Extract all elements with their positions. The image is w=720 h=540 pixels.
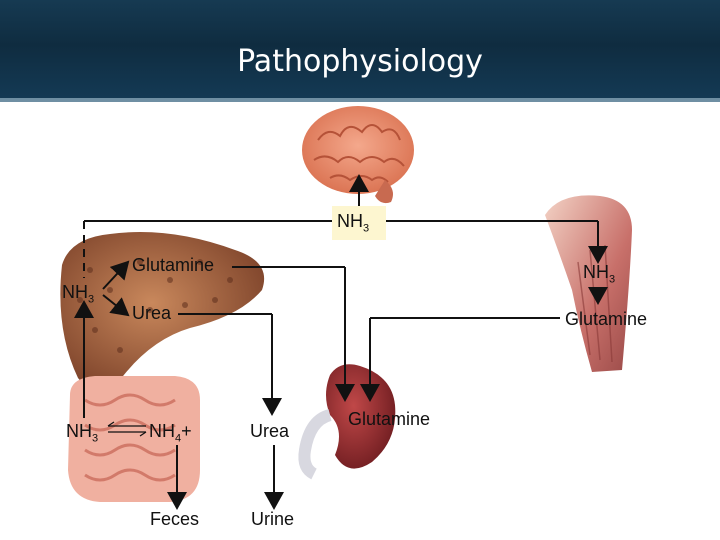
glutamine-liver-label: Glutamine — [132, 255, 215, 275]
muscle-image — [545, 195, 632, 372]
equilibrium-arrows — [107, 421, 147, 437]
urea-liver-label: Urea — [132, 303, 172, 323]
slide-title: Pathophysiology — [237, 44, 483, 79]
glutamine-muscle-label: Glutamine — [565, 309, 648, 329]
brain-image — [302, 106, 414, 204]
nh3-gut-label: NH3 — [66, 421, 99, 445]
banner-stripe — [0, 98, 720, 102]
urine-label: Urine — [251, 509, 295, 529]
nh3-brain-label: NH3 — [337, 211, 370, 235]
intestine-image — [68, 376, 200, 502]
feces-label: Feces — [150, 509, 200, 529]
arrow-to-urea — [102, 294, 130, 317]
nh3-box — [332, 206, 386, 240]
title-banner — [0, 0, 720, 100]
arrow-to-glutamine — [102, 260, 130, 290]
nh3-muscle-label: NH3 — [583, 262, 616, 286]
glutamine-kidney-label: Glutamine — [348, 409, 431, 429]
nh4-gut-label: NH4+ — [149, 421, 192, 445]
nh3-liver-label: NH3 — [62, 282, 95, 306]
urea-kidney-label: Urea — [250, 421, 290, 441]
